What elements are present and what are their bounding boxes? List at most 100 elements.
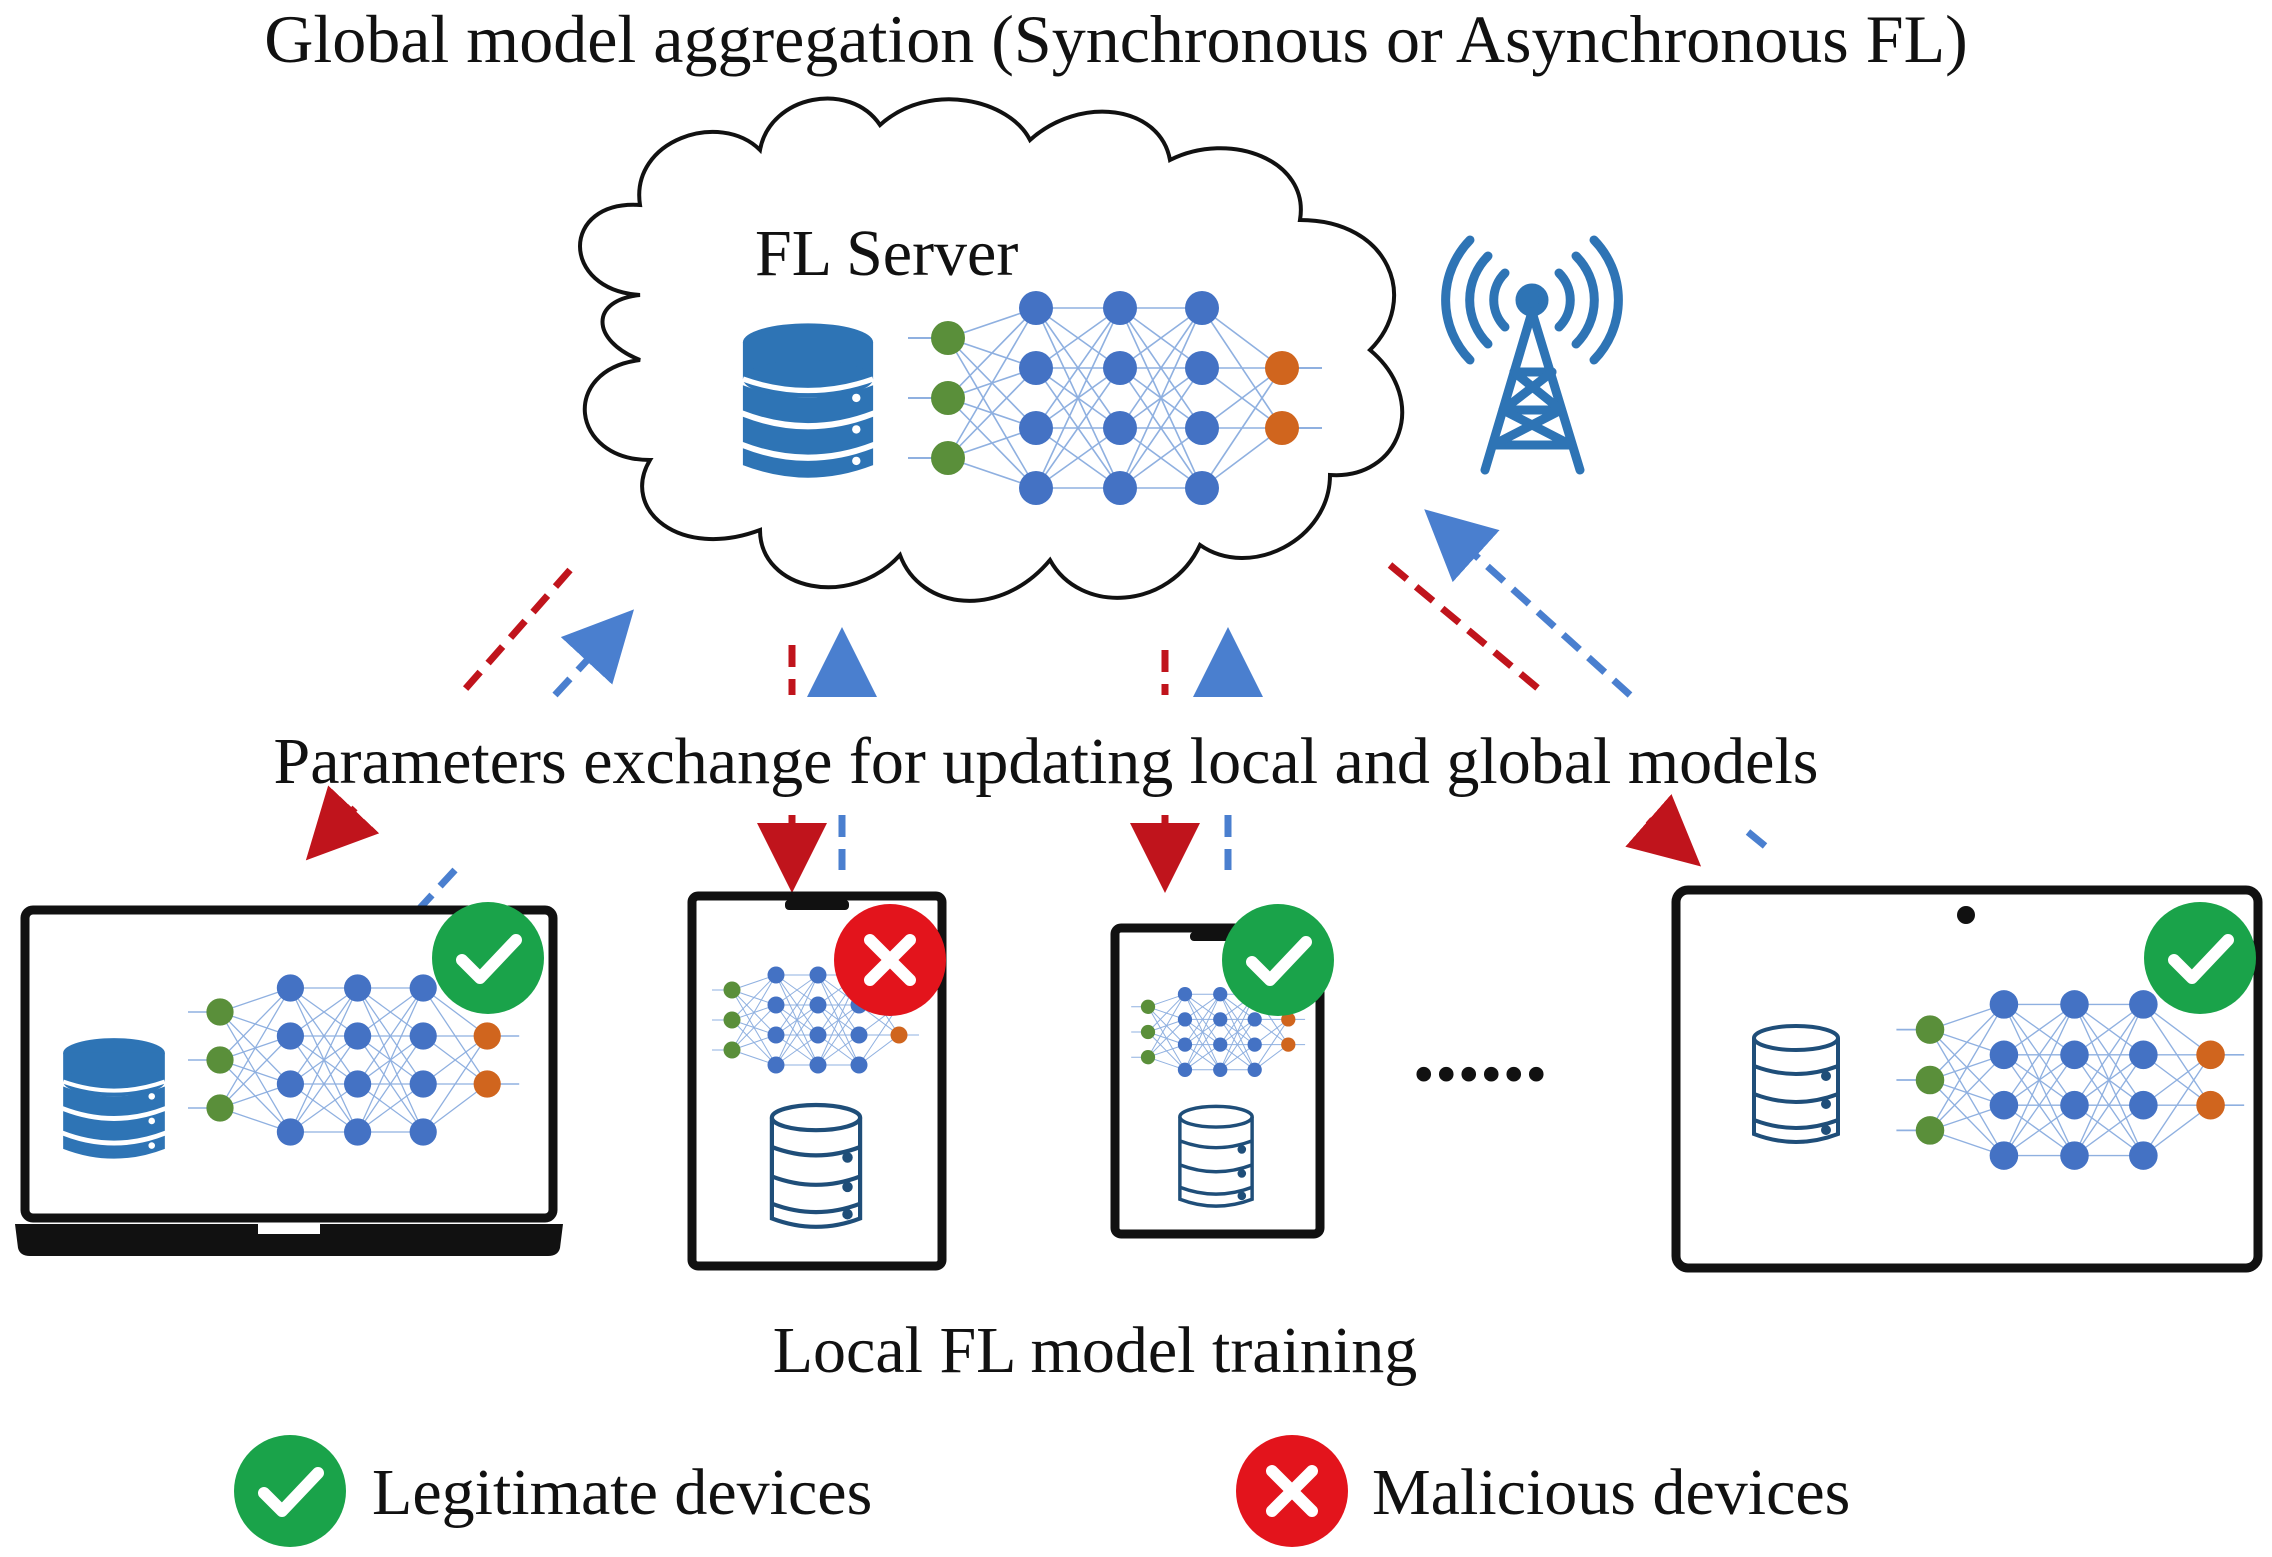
nn-node xyxy=(2060,1090,2089,1120)
nn-node xyxy=(2129,1040,2158,1070)
nn-connection xyxy=(1254,1019,1289,1071)
nn-node xyxy=(1140,1024,1156,1040)
nn-connection xyxy=(947,307,1037,399)
nn-connection xyxy=(731,974,777,1021)
nn-node xyxy=(1177,1062,1193,1077)
nn-node xyxy=(767,966,785,984)
nn-node xyxy=(767,1026,785,1044)
nn-node xyxy=(409,1070,437,1098)
nn-node xyxy=(473,1070,501,1098)
nn-node xyxy=(276,1118,304,1146)
nn-node xyxy=(1213,1037,1228,1052)
nn-node xyxy=(850,1026,868,1044)
check-circle-icon xyxy=(234,1435,346,1547)
nn-node xyxy=(1177,1037,1193,1052)
nn-node xyxy=(2060,1040,2089,1070)
nn-connection xyxy=(1929,1003,2005,1081)
nn-connection xyxy=(2003,1054,2076,1156)
nn-connection xyxy=(1035,307,1121,429)
nn-node xyxy=(344,974,372,1002)
nn-node xyxy=(723,981,741,999)
nn-node xyxy=(206,1046,234,1074)
nn-node xyxy=(473,1022,501,1050)
nn-connection xyxy=(2142,1054,2212,1156)
nn-connection xyxy=(357,1035,424,1133)
nn-node xyxy=(767,996,785,1014)
nn-node xyxy=(2129,1141,2158,1170)
exchange-arrows xyxy=(305,509,1773,911)
nn-connection xyxy=(775,974,819,1066)
downlink-arrow xyxy=(1387,562,1543,693)
nn-node xyxy=(723,1011,741,1029)
x-circle-icon xyxy=(1236,1435,1348,1547)
nn-connection xyxy=(1219,1019,1256,1071)
check-circle-icon xyxy=(1222,904,1334,1016)
nn-connection xyxy=(947,367,1037,459)
nn-connection xyxy=(1147,993,1186,1033)
nn-node xyxy=(1247,1062,1262,1077)
nn-connection xyxy=(2073,1004,2144,1106)
nn-node xyxy=(1019,291,1053,325)
nn-connection xyxy=(289,987,359,1085)
nn-connection xyxy=(289,987,359,1133)
nn-node xyxy=(1213,987,1228,1002)
nn-node xyxy=(809,966,827,984)
nn-connection xyxy=(1035,367,1121,489)
nn-node xyxy=(1989,1141,2019,1170)
check-circle-icon xyxy=(2144,902,2256,1014)
nn-node xyxy=(1213,1062,1228,1077)
downlink-arrow xyxy=(457,567,573,698)
nn-node xyxy=(1185,291,1219,325)
nn-node xyxy=(1177,1012,1193,1027)
nn-node xyxy=(931,321,965,355)
nn-connection xyxy=(2073,1004,2144,1156)
nn-node xyxy=(409,1118,437,1146)
nn-node xyxy=(206,1094,234,1122)
nn-node xyxy=(2196,1090,2225,1120)
nn-node xyxy=(931,441,965,475)
nn-node xyxy=(1019,351,1053,385)
nn-node xyxy=(1247,1037,1262,1052)
nn-connection xyxy=(775,1004,819,1066)
legend-malicious-label: Malicious devices xyxy=(1372,1456,1850,1529)
nn-connection xyxy=(817,1004,860,1066)
nn-connection xyxy=(290,987,358,1037)
nn-node xyxy=(850,1056,868,1074)
nn-connection xyxy=(289,1035,359,1133)
nn-connection xyxy=(1184,993,1221,1071)
uplink-arrow xyxy=(417,867,458,911)
nn-connection xyxy=(219,1035,291,1109)
nn-node xyxy=(1140,1050,1156,1065)
nn-node xyxy=(1185,471,1219,505)
legend-legitimate-label: Legitimate devices xyxy=(372,1456,872,1529)
nn-connection xyxy=(1201,367,1283,489)
nn-node xyxy=(1213,1012,1228,1027)
nn-node xyxy=(1915,1015,1945,1044)
laptop-device xyxy=(15,902,563,1256)
nn-node xyxy=(1177,987,1193,1002)
nn-connection xyxy=(2003,1004,2076,1156)
nn-node xyxy=(1915,1065,1945,1095)
nn-connection xyxy=(357,987,424,1133)
nn-connection xyxy=(1035,307,1121,369)
nn-connection xyxy=(775,974,819,1006)
nn-node xyxy=(1989,1090,2019,1120)
nn-node xyxy=(2196,1040,2225,1070)
nn-connection xyxy=(1119,307,1203,489)
nn-node xyxy=(1265,351,1299,385)
nn-connection xyxy=(2003,1004,2076,1106)
nn-node xyxy=(276,1022,304,1050)
nn-connection xyxy=(290,1083,358,1133)
nn-node xyxy=(2129,990,2158,1019)
nn-connection xyxy=(731,1004,777,1051)
nn-connection xyxy=(775,974,819,1036)
nn-node xyxy=(1247,1012,1262,1027)
nn-node xyxy=(1103,291,1137,325)
nn-node xyxy=(2060,1141,2089,1170)
nn-node xyxy=(931,381,965,415)
tablet-device xyxy=(1671,885,2263,1273)
nn-node xyxy=(276,974,304,1002)
downlink-arrow xyxy=(305,785,380,861)
uplink-arrow xyxy=(1424,509,1633,698)
nn-connection xyxy=(1035,427,1121,489)
